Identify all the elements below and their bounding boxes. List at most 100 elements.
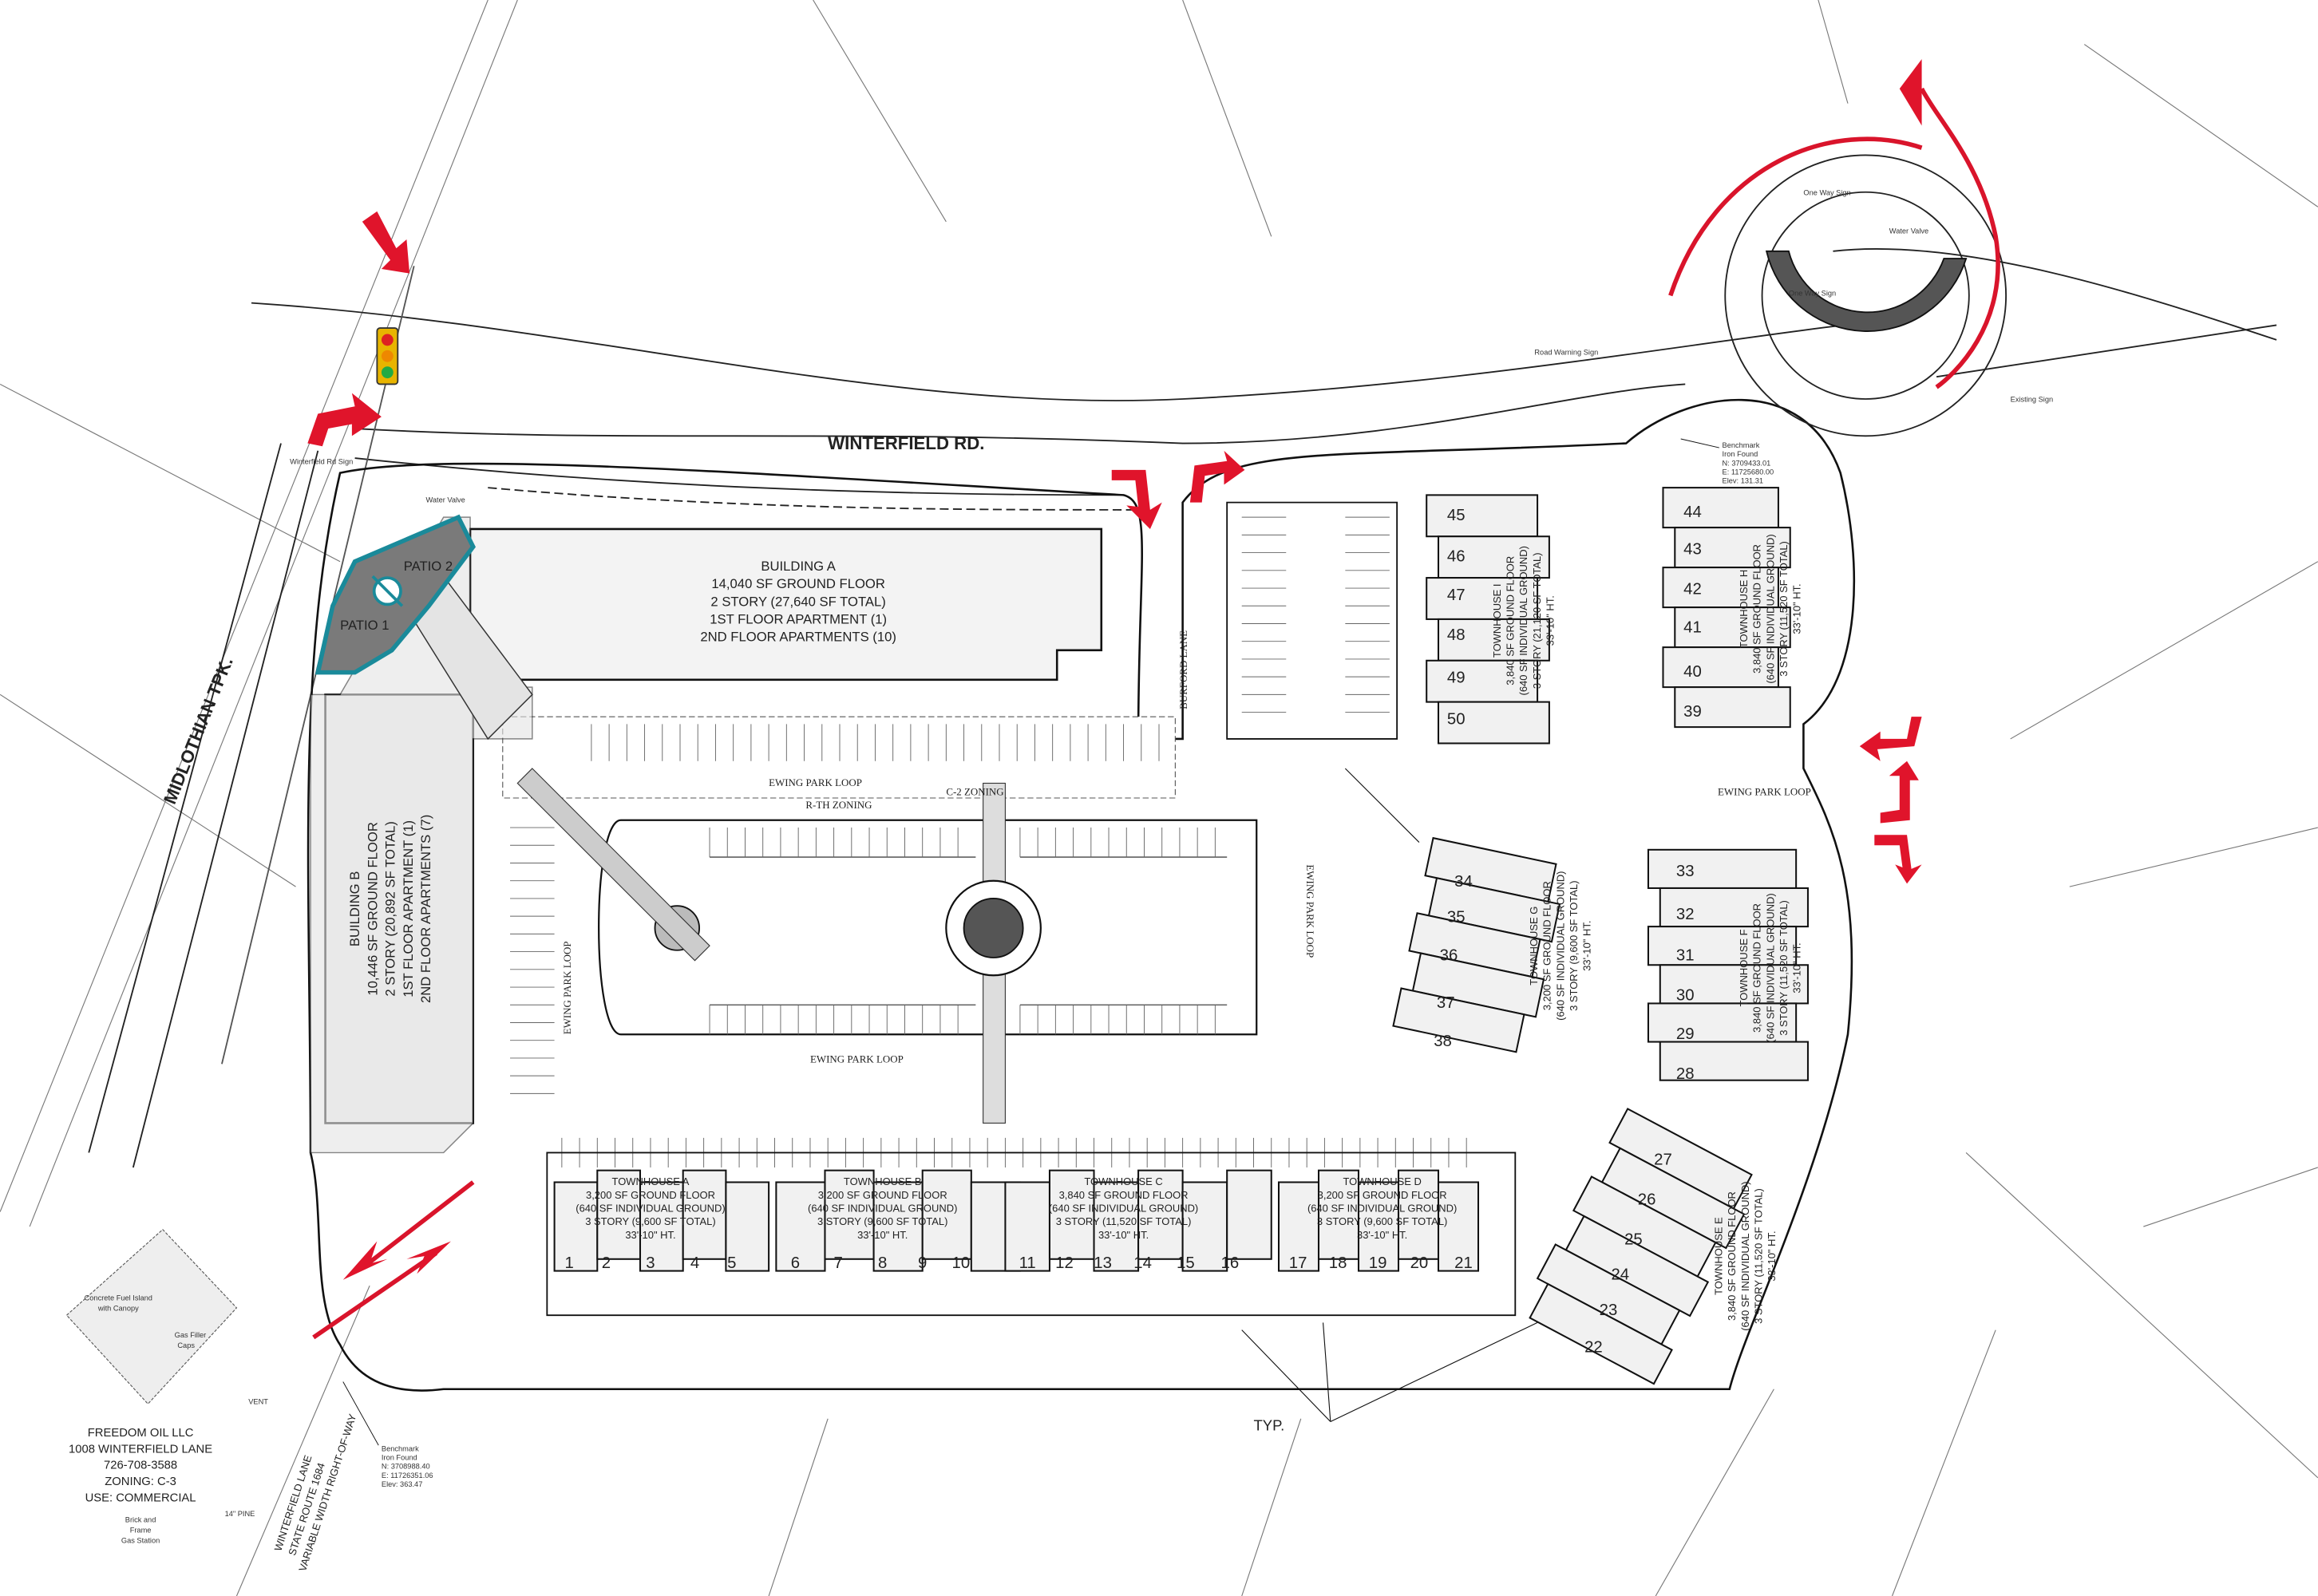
unit-number: 6 (791, 1254, 800, 1272)
svg-text:N: 3709433.01: N: 3709433.01 (1723, 459, 1771, 467)
burford-lane-label: BURFORD LANE (1177, 630, 1189, 709)
townhouse-detail: 3,200 SF GROUND FLOOR (1318, 1189, 1447, 1201)
svg-text:ZONING: C-3: ZONING: C-3 (105, 1476, 176, 1488)
unit-number: 16 (1221, 1254, 1240, 1272)
ewing-park-loop-label: EWING PARK LOOP (1304, 864, 1316, 958)
plaza-fountain (963, 898, 1024, 958)
townhouse-unit (553, 1181, 599, 1272)
townhouse-detail: (640 SF INDIVIDUAL GROUND) (808, 1203, 957, 1215)
townhouse-unit (639, 1181, 684, 1272)
winterfield-lane-label: WINTERFIELD LANE STATE ROUTE 1684 VARIAB… (272, 1412, 359, 1573)
townhouse-detail: (640 SF INDIVIDUAL GROUND) (1764, 534, 1776, 683)
townhouse-unit (1426, 494, 1539, 538)
unit-number: 43 (1683, 540, 1702, 558)
winterfield-rd-label: WINTERFIELD RD. (828, 433, 984, 453)
townhouse-detail: 3,840 SF GROUND FLOOR (1726, 1191, 1738, 1321)
townhouse-name: TOWNHOUSE D (1343, 1175, 1421, 1187)
townhouse-detail: 3 STORY (11,520 SF TOTAL) (1778, 541, 1790, 677)
svg-text:Elev: 131.31: Elev: 131.31 (1723, 477, 1763, 485)
arrow-right-icon (406, 1241, 451, 1274)
townhouse-detail: 33'-10" HT. (625, 1229, 675, 1241)
unit-number: 46 (1447, 548, 1466, 566)
unit-number: 20 (1410, 1254, 1429, 1272)
townhouse-detail: 33'-10" HT. (1544, 595, 1556, 646)
unit-number: 42 (1683, 580, 1702, 598)
unit-number: 37 (1437, 994, 1455, 1012)
townhouse-unit (1647, 926, 1798, 966)
unit-number: 21 (1454, 1254, 1473, 1272)
ewing-park-loop-label: EWING PARK LOOP (810, 1053, 904, 1065)
unit-number: 1 (564, 1254, 573, 1272)
townhouse-unit (1437, 1181, 1480, 1272)
unit-number: 17 (1289, 1254, 1307, 1272)
townhouse-unit (1357, 1181, 1400, 1272)
unit-number: 36 (1440, 947, 1458, 965)
townhouse-unit (1647, 848, 1798, 889)
townhouse-unit (1529, 1282, 1673, 1385)
unit-number: 33 (1676, 863, 1695, 880)
townhouse-detail: 3 STORY (9,600 SF TOTAL) (1317, 1215, 1447, 1227)
svg-text:2ND FLOOR APARTMENTS (7): 2ND FLOOR APARTMENTS (7) (418, 815, 433, 1003)
townhouse-unit (682, 1169, 727, 1260)
unit-number: 32 (1676, 906, 1695, 923)
sign-label: Water Valve (425, 496, 465, 504)
unit-number: 18 (1329, 1254, 1347, 1272)
unit-number: 40 (1683, 663, 1702, 681)
townhouse-detail: 33'-10" HT. (1791, 583, 1803, 634)
townhouse-unit (1093, 1181, 1140, 1272)
townhouse-unit (1662, 487, 1779, 529)
townhouse-labels: TOWNHOUSE A3,200 SF GROUND FLOOR(640 SF … (576, 534, 1802, 1330)
townhouse-detail: 3 STORY (11,520 SF TOTAL) (1753, 1188, 1765, 1324)
townhouse-label: TOWNHOUSE A3,200 SF GROUND FLOOR(640 SF … (576, 1175, 725, 1241)
townhouse-detail: 3,200 SF GROUND FLOOR (586, 1189, 715, 1201)
townhouse-unit (1004, 1181, 1050, 1272)
traffic-signal-icon (376, 327, 399, 385)
unit-number: 8 (878, 1254, 887, 1272)
townhouse-unit (1437, 535, 1550, 579)
midlothian-tpk-label: MIDLOTHIAN TPK. (160, 654, 237, 807)
townhouse-unit (1674, 686, 1791, 729)
townhouse-unit (1426, 659, 1539, 703)
unit-number: 25 (1624, 1231, 1643, 1248)
svg-text:1008 WINTERFIELD LANE: 1008 WINTERFIELD LANE (69, 1443, 212, 1456)
townhouse-detail: 3 STORY (11,520 SF TOTAL) (1778, 900, 1790, 1036)
townhouse-unit (1437, 701, 1550, 745)
townhouse-unit (1659, 887, 1809, 928)
ewing-park-loop-label: EWING PARK LOOP (1718, 785, 1811, 797)
unit-number: 28 (1676, 1065, 1695, 1083)
townhouse-detail: (640 SF INDIVIDUAL GROUND) (1307, 1203, 1457, 1215)
svg-text:1ST FLOOR APARTMENT (1): 1ST FLOOR APARTMENT (1) (710, 611, 887, 626)
unit-number: 2 (602, 1254, 611, 1272)
townhouse-detail: 33'-10" HT. (1791, 942, 1803, 993)
svg-text:10,446 SF GROUND FLOOR: 10,446 SF GROUND FLOOR (365, 822, 380, 996)
unit-number: 19 (1369, 1254, 1387, 1272)
townhouse-unit (1437, 618, 1550, 662)
unit-number: 50 (1447, 710, 1466, 728)
sign-label: Existing Sign (2011, 396, 2053, 404)
arrow-right-turn-icon (1189, 450, 1245, 503)
townhouse-detail: 3 STORY (9,600 SF TOTAL) (585, 1215, 715, 1227)
svg-text:2 STORY (20,892 SF TOTAL): 2 STORY (20,892 SF TOTAL) (383, 821, 398, 996)
townhouse-unit (1317, 1169, 1360, 1260)
svg-text:1ST FLOOR APARTMENT (1): 1ST FLOOR APARTMENT (1) (401, 820, 416, 998)
canopy-label: Concrete Fuel Island (85, 1294, 152, 1302)
townhouse-name: TOWNHOUSE B (844, 1175, 922, 1187)
pine-label: 14" PINE (225, 1510, 255, 1518)
sign-label: Road Warning Sign (1534, 348, 1598, 356)
benchmark-note: Benchmark Iron Found N: 3709433.01 E: 11… (1680, 438, 1774, 485)
unit-number: 7 (833, 1254, 842, 1272)
unit-number: 41 (1683, 619, 1702, 637)
unit-number: 15 (1177, 1254, 1195, 1272)
townhouse-unit (1674, 606, 1791, 649)
unit-number: 12 (1055, 1254, 1074, 1272)
svg-text:TYP.: TYP. (1254, 1417, 1285, 1434)
townhouse-unit (1277, 1181, 1320, 1272)
c-2-zoning-label: C-2 ZONING (946, 785, 1003, 797)
townhouse-unit (824, 1169, 875, 1260)
unit-number: 14 (1133, 1254, 1152, 1272)
gas-station-label: Brick and (125, 1515, 156, 1523)
ewing-park-loop-label: EWING PARK LOOP (561, 941, 573, 1034)
townhouse-detail: 3 STORY (21,120 SF TOTAL) (1531, 552, 1543, 689)
